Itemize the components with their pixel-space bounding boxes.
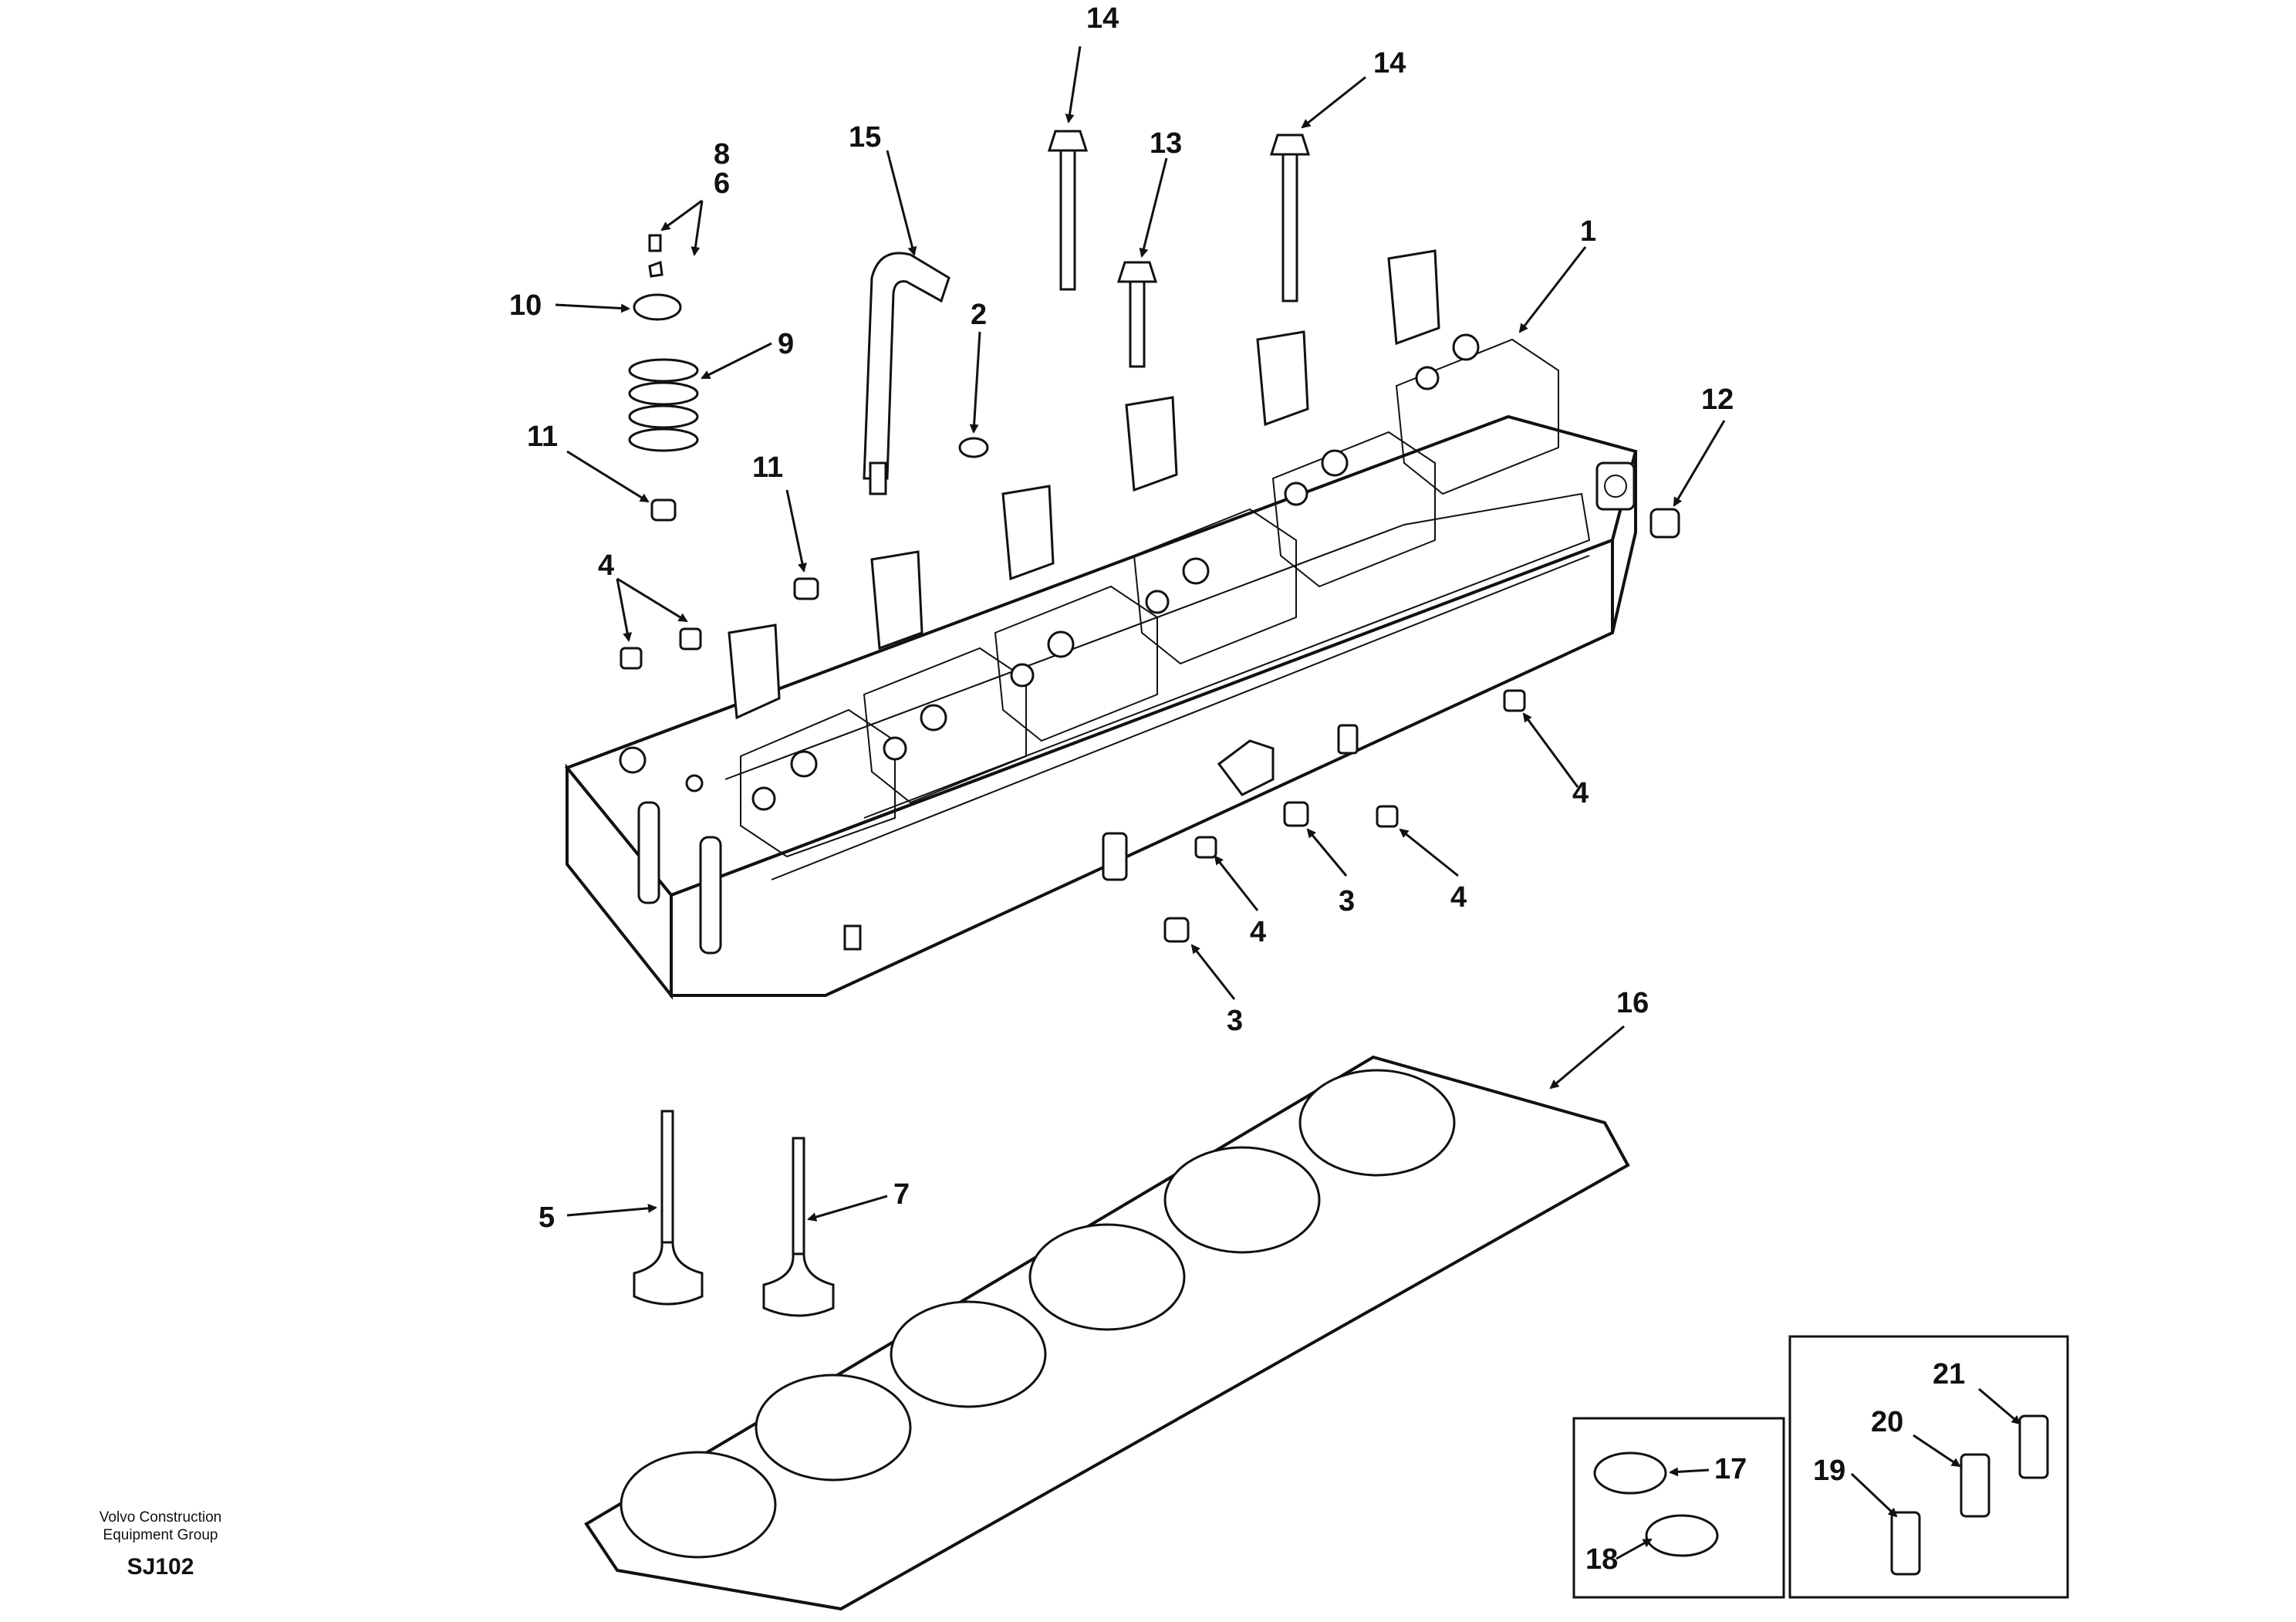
callout-21: 21 xyxy=(1933,1358,1965,1391)
inset-box-tappets xyxy=(1788,1335,2069,1599)
callout-13: 13 xyxy=(1150,127,1182,160)
callout-7: 7 xyxy=(893,1178,910,1211)
callout-14-right: 14 xyxy=(1373,47,1406,79)
part-11-valve-stem-seal-left xyxy=(650,498,677,522)
callout-3-lower: 3 xyxy=(1227,1005,1243,1037)
part-10-spring-retainer xyxy=(633,293,682,321)
footer-company-line1: Volvo Construction xyxy=(100,1509,221,1526)
leader-lines xyxy=(555,46,2021,1560)
part-13-bolt xyxy=(1116,261,1158,368)
callout-3-upper: 3 xyxy=(1339,885,1355,917)
part-4-plug-side-c xyxy=(1194,836,1217,859)
callout-11-right: 11 xyxy=(752,451,783,484)
part-14-bolt-left xyxy=(1047,130,1089,291)
part-6-keeper xyxy=(648,260,663,278)
part-16-head-gasket xyxy=(584,1055,1630,1611)
callout-2: 2 xyxy=(971,299,987,331)
callout-16: 16 xyxy=(1616,987,1649,1019)
callout-14-left: 14 xyxy=(1086,2,1119,35)
part-3-plug-a xyxy=(1283,801,1309,827)
callout-12: 12 xyxy=(1701,384,1734,416)
inset-box-seal-rings xyxy=(1572,1417,1785,1599)
part-2-seal xyxy=(958,437,989,458)
callout-20: 20 xyxy=(1871,1406,1903,1438)
part-3-plug-b xyxy=(1163,917,1190,943)
callout-9: 9 xyxy=(778,328,794,360)
callout-19: 19 xyxy=(1813,1455,1845,1487)
part-4-plug-side-a xyxy=(1503,689,1526,712)
callout-4-side-right: 4 xyxy=(1572,777,1589,809)
part-8-keeper xyxy=(648,234,662,252)
callout-18: 18 xyxy=(1585,1543,1618,1576)
callout-4-side-left: 4 xyxy=(1250,916,1266,948)
part-15-dipstick-tube xyxy=(863,252,950,495)
callout-15: 15 xyxy=(849,121,881,154)
callout-4-side-mid: 4 xyxy=(1450,881,1467,914)
callout-labels: 1 2 3 3 4 4 4 4 5 6 7 8 9 10 11 11 12 13… xyxy=(509,2,1965,1576)
callout-1: 1 xyxy=(1580,215,1596,248)
part-12-plug xyxy=(1649,508,1680,539)
footer-company-line2: Equipment Group xyxy=(103,1527,218,1543)
callout-10: 10 xyxy=(509,289,542,322)
footer: Volvo Construction Equipment Group SJ102 xyxy=(100,1509,221,1580)
part-11-valve-stem-seal-right xyxy=(793,577,819,600)
part-9-valve-spring xyxy=(628,358,699,452)
part-14-bolt-right xyxy=(1269,133,1311,302)
callout-17: 17 xyxy=(1714,1453,1747,1485)
callout-11-left: 11 xyxy=(527,421,558,453)
part-7-intake-valve xyxy=(762,1137,835,1317)
callout-5: 5 xyxy=(539,1201,555,1234)
part-5-exhaust-valve xyxy=(633,1110,704,1306)
callout-8: 8 xyxy=(714,138,730,171)
part-4-plug-left xyxy=(620,647,643,670)
part-4-plug-side-b xyxy=(1376,805,1399,828)
callout-4-top-left: 4 xyxy=(598,549,614,582)
part-4-plug-mid xyxy=(679,627,702,650)
footer-drawing-code: SJ102 xyxy=(127,1554,194,1580)
cylinder-head xyxy=(564,249,1638,1000)
callout-6: 6 xyxy=(714,167,730,200)
